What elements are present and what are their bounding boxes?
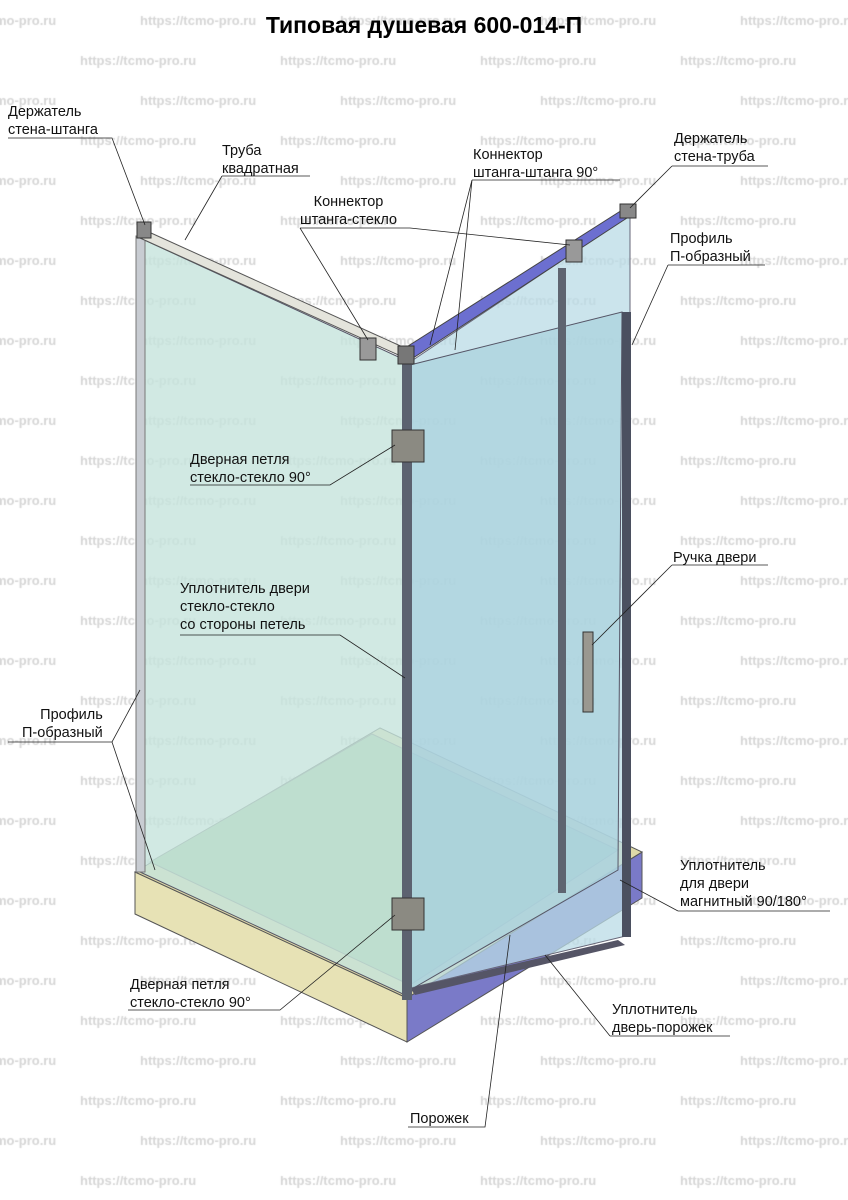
right-profile <box>622 312 631 937</box>
connector-bar-glass-left <box>359 337 377 361</box>
connector-bar-glass-right <box>565 239 583 263</box>
leader-lines <box>8 137 830 1128</box>
holder-wall-bar <box>136 221 152 239</box>
door-threshold <box>410 940 625 995</box>
label-door-handle: Ручка двери <box>673 550 757 566</box>
hinge-bottom <box>391 897 425 931</box>
label-threshold: Порожек <box>410 1111 469 1127</box>
holder-wall-tube <box>619 203 637 219</box>
door-handle <box>582 631 594 713</box>
corner-seal <box>402 355 412 1000</box>
left-profile <box>135 235 146 873</box>
page-title: Типовая душевая 600-014-П <box>265 12 583 38</box>
connector-bar-bar <box>397 345 415 365</box>
hinge-top <box>391 429 425 463</box>
door-profile <box>558 268 566 893</box>
